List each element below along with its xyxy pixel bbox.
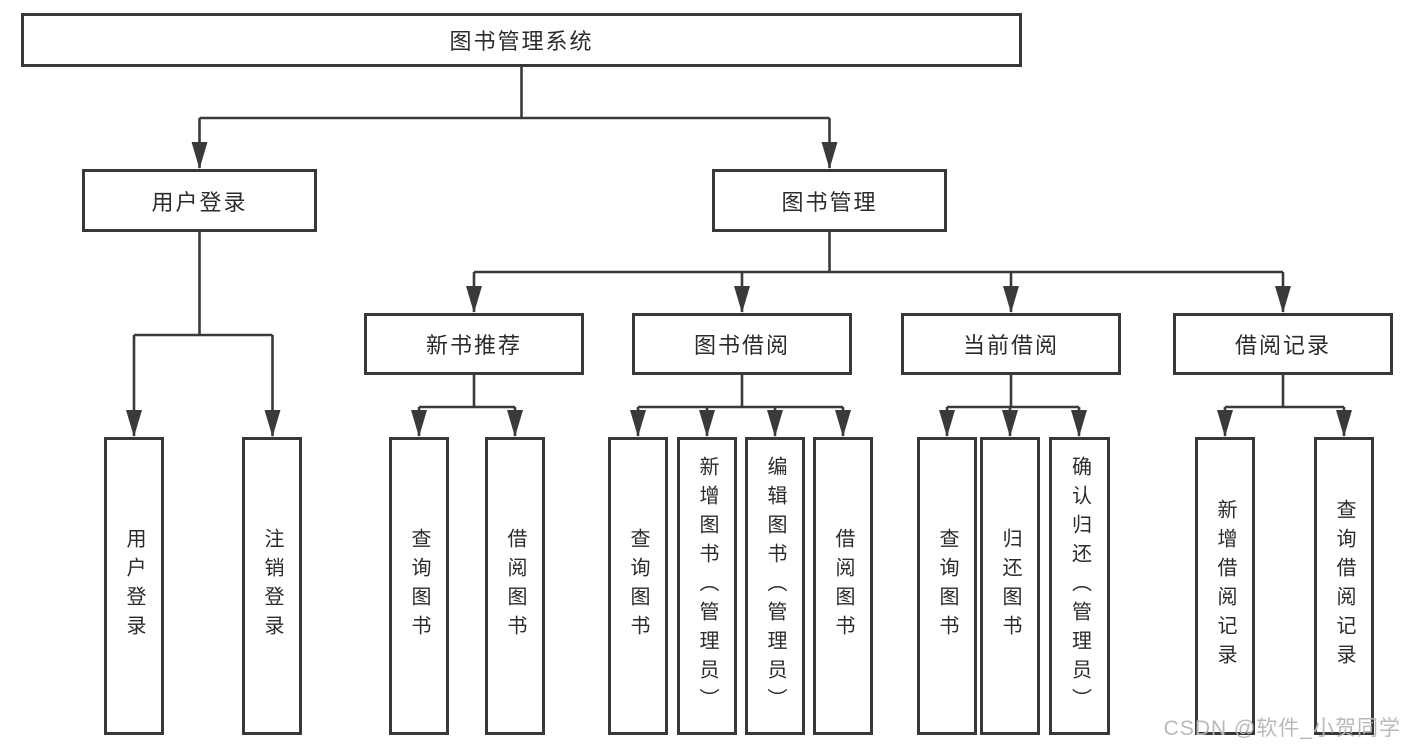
leaf-edit-book-admin: 编辑图书（管理员） [745,437,805,735]
arrowhead-leaf-borrow-books-2 [835,410,851,437]
leaf-add-book-admin: 新增图书（管理员） [677,437,737,735]
arrowhead-leaf-borrow-books-1 [507,410,523,437]
node-book-borrow-label: 图书借阅 [693,333,790,358]
leaf-query-borrow-record: 查询借阅记录 [1314,437,1374,735]
leaf-add-borrow-record: 新增借阅记录 [1195,437,1255,735]
leaf-return-book: 归还图书 [980,437,1040,735]
connector-user-login-children [132,232,274,436]
node-book-borrow: 图书借阅 [632,313,852,375]
connector-borrow-records-children [1223,375,1346,436]
leaf-confirm-return-admin: 确认归还（管理员） [1049,437,1110,735]
connector-new-book-children [417,375,517,436]
arrowhead-leaf-query-books-1 [411,410,427,437]
leaf-edit-book-admin-label: 编辑图书（管理员） [764,455,786,717]
leaf-query-books-current-label: 查询图书 [936,528,958,644]
connector-root-to-level2 [198,67,831,168]
leaf-confirm-return-admin-label: 确认归还（管理员） [1068,455,1091,717]
node-borrow-records: 借阅记录 [1173,313,1393,375]
leaf-logout: 注销登录 [242,437,302,735]
arrowhead-current-borrow [1003,286,1019,313]
arrowhead-leaf-add-book [699,410,715,437]
connector-book-borrow-children [636,375,845,436]
node-borrow-records-label: 借阅记录 [1234,333,1331,358]
arrowhead-leaf-add-borrow-record [1217,410,1233,437]
node-book-management-label: 图书管理 [781,189,878,215]
leaf-borrow-books-recommend-label: 借阅图书 [504,528,526,644]
arrowhead-new-book-recommend [466,286,482,313]
arrowhead-leaf-return-book [1002,410,1018,437]
leaf-add-borrow-record-label: 新增借阅记录 [1214,499,1236,673]
node-current-borrow-label: 当前借阅 [962,333,1059,358]
leaf-logout-label: 注销登录 [261,528,283,644]
arrowhead-borrow-records [1275,286,1291,313]
leaf-query-borrow-record-label: 查询借阅记录 [1333,499,1355,673]
arrowhead-user-login [191,142,208,169]
node-book-management: 图书管理 [712,169,947,232]
leaf-user-login: 用户登录 [104,437,164,735]
leaf-borrow-books-2-label: 借阅图书 [832,528,854,644]
leaf-query-books-recommend-label: 查询图书 [408,528,430,644]
node-new-book-recommend: 新书推荐 [364,313,584,375]
leaf-borrow-books-recommend: 借阅图书 [485,437,545,735]
arrowhead-leaf-edit-book [767,410,783,437]
arrowhead-book-borrow [734,286,750,313]
arrowhead-leaf-confirm-return [1071,410,1087,437]
arrowhead-leaf-logout [264,410,281,437]
leaf-add-book-admin-label: 新增图书（管理员） [696,455,718,717]
arrowhead-leaf-query-books-2 [630,410,646,437]
leaf-return-book-label: 归还图书 [999,528,1021,644]
arrowhead-book-management [821,142,838,169]
leaf-borrow-books-2: 借阅图书 [813,437,873,735]
node-current-borrow: 当前借阅 [901,313,1121,375]
csdn-watermark: CSDN @软件_小贺同学 [1163,717,1401,740]
node-user-login: 用户登录 [82,169,317,232]
arrowhead-leaf-query-borrow-record [1336,410,1352,437]
node-root-label: 图书管理系统 [449,29,594,54]
arrowhead-leaf-query-books-3 [939,410,955,437]
leaf-query-books-recommend: 查询图书 [389,437,449,735]
connector-book-management-children [472,232,1285,312]
arrowhead-leaf-user-login [126,410,142,437]
node-new-book-recommend-label: 新书推荐 [425,333,522,358]
leaf-user-login-label: 用户登录 [123,528,145,644]
leaf-query-books-current: 查询图书 [917,437,977,735]
node-user-login-label: 用户登录 [151,189,248,215]
leaf-query-books-borrow: 查询图书 [608,437,668,735]
node-root: 图书管理系统 [21,13,1022,67]
leaf-query-books-borrow-label: 查询图书 [627,528,649,644]
